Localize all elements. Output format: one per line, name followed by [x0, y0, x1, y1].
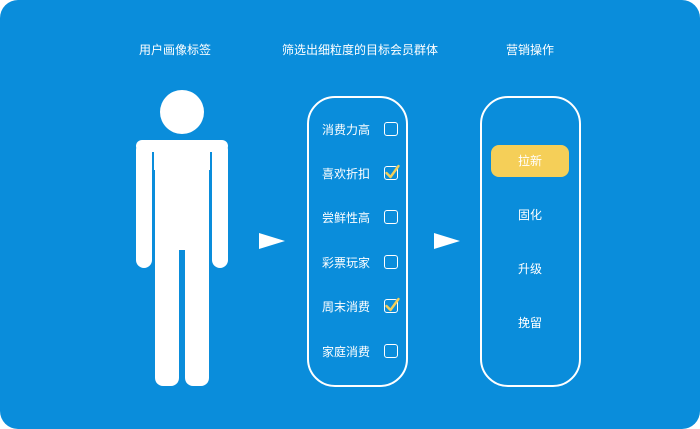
operation-item[interactable]: 升级: [517, 262, 542, 276]
tag-label: 家庭消费: [322, 345, 371, 359]
tag-checkbox[interactable]: [384, 344, 398, 358]
tag-checkbox[interactable]: [384, 122, 398, 136]
heading-marketing-ops: 营销操作: [505, 43, 554, 57]
person-icon: [136, 90, 228, 390]
arrow-right-icon: [259, 233, 285, 249]
tag-label: 彩票玩家: [322, 256, 371, 270]
tag-checkbox[interactable]: [384, 210, 398, 224]
tag-checkbox[interactable]: [384, 299, 398, 313]
tag-label: 消费力高: [322, 123, 371, 137]
operation-item[interactable]: 挽留: [517, 316, 542, 330]
tag-item: 喜欢折扣: [322, 163, 402, 183]
tag-label: 喜欢折扣: [322, 167, 371, 181]
tag-checkbox[interactable]: [384, 255, 398, 269]
check-icon: [385, 164, 400, 179]
tag-filter-box: [307, 96, 408, 387]
tag-item: 家庭消费: [322, 341, 402, 361]
tag-label: 尝鲜性高: [322, 211, 371, 225]
arrow-right-icon: [434, 233, 460, 249]
operations-box: [480, 96, 581, 387]
tag-item: 消费力高: [322, 119, 402, 139]
operation-item[interactable]: 固化: [517, 208, 542, 222]
check-icon: [385, 297, 400, 312]
tag-checkbox[interactable]: [384, 166, 398, 180]
tag-label: 周末消费: [322, 300, 371, 314]
heading-user-profile: 用户画像标签: [138, 43, 211, 57]
heading-filter-group: 筛选出细粒度的目标会员群体: [281, 43, 438, 57]
operation-selected[interactable]: 拉新: [491, 145, 569, 177]
tag-item: 周末消费: [322, 296, 402, 316]
tag-item: 尝鲜性高: [322, 207, 402, 227]
tag-item: 彩票玩家: [322, 252, 402, 272]
